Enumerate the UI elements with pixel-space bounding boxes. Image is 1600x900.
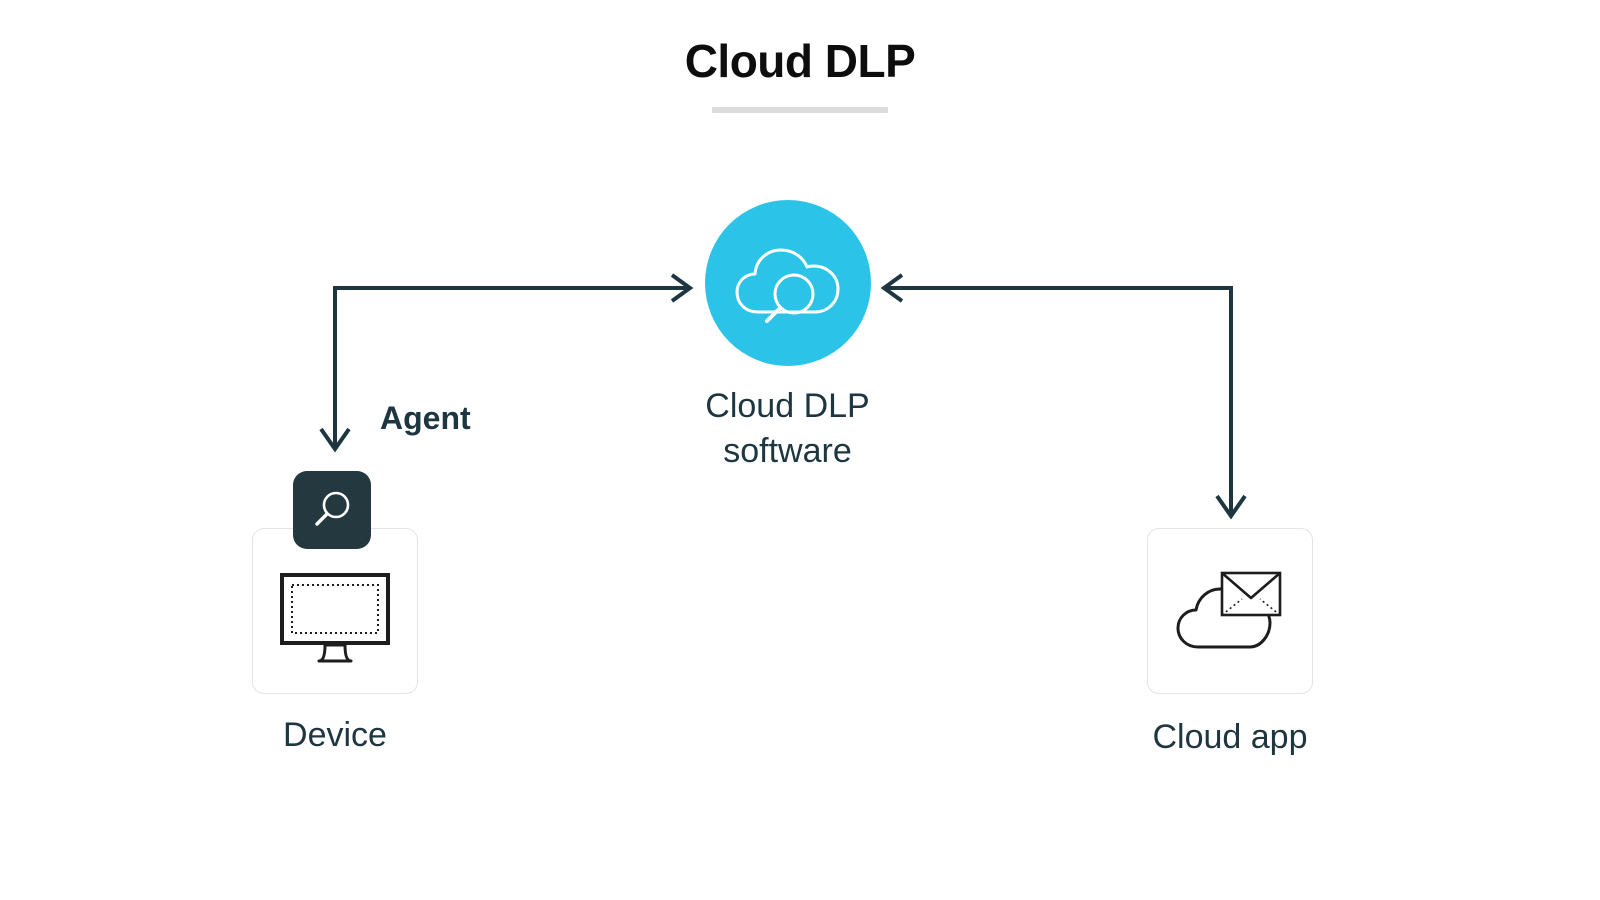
agent-label: Agent [380, 400, 471, 436]
node-device: Device [205, 470, 465, 755]
title-underline [712, 106, 888, 113]
cloud-envelope-icon [1176, 571, 1282, 649]
cloud-app-card [1147, 528, 1313, 694]
node-cloud-dlp-software: Cloud DLP software [655, 200, 920, 474]
connector-device-to-cloud-dlp [319, 273, 694, 453]
device-card [252, 471, 418, 694]
monitor-icon [280, 573, 390, 663]
cloud-dlp-label: Cloud DLP software [705, 387, 870, 470]
device-label: Device [283, 716, 387, 754]
cloud-magnifier-icon [735, 248, 839, 323]
page-title: Cloud DLP [684, 35, 916, 87]
cloud-dlp-circle [704, 200, 871, 366]
agent-badge [293, 471, 371, 549]
title-block: Cloud DLP [0, 36, 1600, 113]
cloud-app-label: Cloud app [1152, 718, 1308, 756]
node-cloud-app: Cloud app [1100, 528, 1360, 757]
magnifier-icon [315, 491, 350, 526]
connector-cloud-app-to-cloud-dlp [880, 273, 1247, 520]
